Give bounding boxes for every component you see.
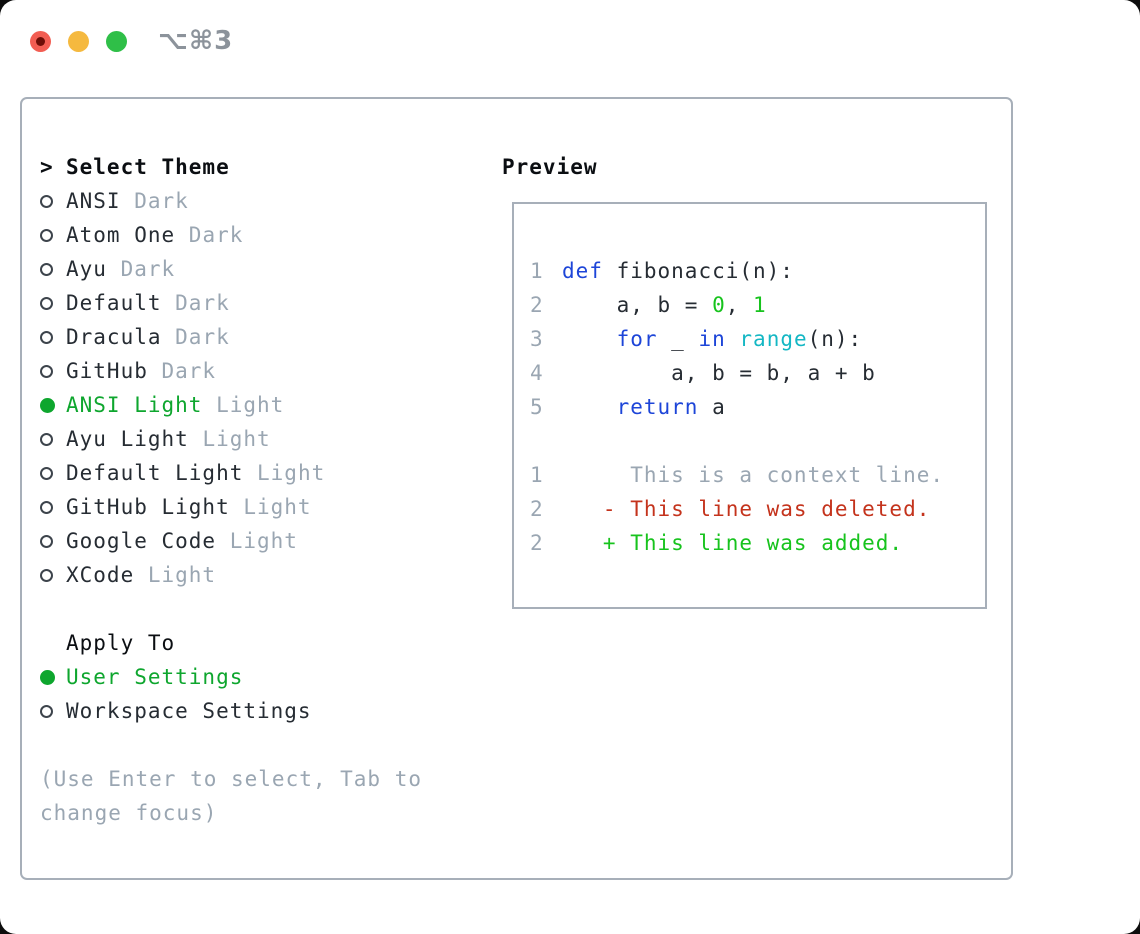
theme-variant: Dark (175, 291, 230, 315)
apply-option-label: Workspace Settings (66, 699, 312, 723)
code-line: 5 return a (530, 395, 726, 419)
code-line: 3 for _ in range(n): (530, 327, 863, 351)
theme-name: GitHub (66, 359, 148, 383)
radio-unselected-icon (40, 466, 66, 480)
minimize-button[interactable] (68, 30, 89, 52)
theme-option-atom-one[interactable]: Atom One Dark (40, 218, 422, 252)
title-bar: ⌥⌘3 (30, 26, 233, 56)
theme-variant: Dark (188, 223, 244, 247)
code-line: 2 - This line was deleted. (530, 497, 931, 521)
radio-unselected-icon (40, 568, 66, 582)
theme-variant: Dark (175, 325, 230, 349)
theme-name: ANSI (66, 189, 121, 213)
theme-variant: Light (229, 529, 298, 553)
theme-variant: Light (243, 495, 312, 519)
theme-variant: Light (257, 461, 326, 485)
theme-name: Ayu Light (66, 427, 189, 451)
apply-to-heading: Apply To (66, 631, 176, 655)
line-number: 3 (530, 327, 544, 351)
theme-name: Atom One (66, 223, 176, 247)
theme-option-xcode[interactable]: XCode Light (40, 558, 422, 592)
theme-name: XCode (66, 563, 135, 587)
theme-option-github[interactable]: GitHub Dark (40, 354, 422, 388)
window-controls (30, 30, 127, 52)
theme-option-github-light[interactable]: GitHub Light Light (40, 490, 422, 524)
theme-name: Google Code (66, 529, 217, 553)
radio-unselected-icon (40, 364, 66, 378)
code-line: 1 This is a context line. (530, 463, 945, 487)
theme-variant: Light (216, 393, 285, 417)
code-line: 2 + This line was added. (530, 531, 904, 555)
code-line (530, 424, 979, 458)
zoom-button[interactable] (106, 30, 127, 52)
theme-name: GitHub Light (66, 495, 230, 519)
theme-name: Default Light (66, 461, 244, 485)
theme-option-ansi-light[interactable]: ANSI Light Light (40, 388, 422, 422)
radio-unselected-icon (40, 228, 66, 242)
line-number: 1 (530, 259, 544, 283)
radio-unselected-icon (40, 262, 66, 276)
line-number: 1 (530, 463, 544, 487)
apply-option-label: User Settings (66, 665, 244, 689)
close-button[interactable] (30, 30, 51, 52)
theme-variant: Light (147, 563, 217, 587)
radio-selected-icon (40, 397, 66, 413)
theme-option-ayu-light[interactable]: Ayu Light Light (40, 422, 422, 456)
theme-option-ayu[interactable]: Ayu Dark (40, 252, 422, 286)
line-number: 2 (530, 531, 544, 555)
theme-name: Dracula (66, 325, 162, 349)
line-number: 5 (530, 395, 544, 419)
radio-unselected-icon (40, 432, 66, 446)
theme-variant: Dark (161, 359, 217, 383)
line-number: 2 (530, 497, 544, 521)
line-number: 2 (530, 293, 544, 317)
theme-option-default[interactable]: Default Dark (40, 286, 422, 320)
code-line: 4 a, b = b, a + b (530, 361, 876, 385)
theme-variant: Light (202, 427, 271, 451)
apply-option-workspace-settings[interactable]: Workspace Settings (40, 694, 422, 728)
theme-option-google-code[interactable]: Google Code Light (40, 524, 422, 558)
radio-unselected-icon (40, 534, 66, 548)
theme-option-ansi[interactable]: ANSI Dark (40, 184, 422, 218)
theme-name: Default (66, 291, 162, 315)
theme-option-dracula[interactable]: Dracula Dark (40, 320, 422, 354)
radio-unselected-icon (40, 330, 66, 344)
preview-heading: Preview (502, 155, 598, 179)
code-line: 2 a, b = 0, 1 (530, 293, 767, 317)
theme-name: ANSI Light (66, 393, 203, 417)
hint-line: (Use Enter to select, Tab to (40, 767, 423, 791)
apply-option-user-settings[interactable]: User Settings (40, 660, 422, 694)
theme-name: Ayu (66, 257, 107, 281)
radio-unselected-icon (40, 194, 66, 208)
theme-option-default-light[interactable]: Default Light Light (40, 456, 422, 490)
theme-variant: Dark (134, 189, 189, 213)
radio-unselected-icon (40, 296, 66, 310)
radio-unselected-icon (40, 500, 66, 514)
line-number: 4 (530, 361, 544, 385)
hint-line: change focus) (40, 801, 218, 825)
radio-selected-icon (40, 669, 66, 685)
window-title: ⌥⌘3 (158, 26, 234, 56)
keyboard-hint: (Use Enter to select, Tab to change focus… (40, 762, 422, 830)
radio-unselected-icon (40, 704, 66, 718)
cursor-caret-icon: > (40, 155, 54, 179)
theme-variant: Dark (120, 257, 176, 281)
select-theme-heading: >Select Theme (40, 155, 230, 179)
